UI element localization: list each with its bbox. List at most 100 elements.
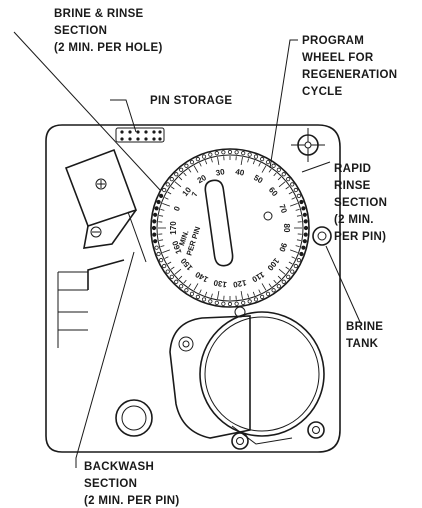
dial-hole xyxy=(153,212,158,217)
callout-brine-tank-line-2: TANK xyxy=(346,338,379,350)
dial-hole xyxy=(299,199,304,205)
dial-tick xyxy=(210,158,213,163)
dial-hole xyxy=(296,193,301,198)
callout-rapid-rinse-line-1: RAPID xyxy=(334,163,371,175)
callout-program-wheel-line-3: REGENERATION xyxy=(302,69,397,81)
dial-hole xyxy=(293,187,298,193)
dial-hole xyxy=(169,177,174,182)
dial-number: 100 xyxy=(265,256,281,272)
dial-tick xyxy=(296,215,301,217)
callout-brine-rinse-line-3: (2 MIN. PER HOLE) xyxy=(54,42,163,54)
dial-hole xyxy=(290,182,295,187)
dial-center-prefix: 7 xyxy=(190,191,200,198)
dial-number: 120 xyxy=(232,278,247,289)
dial-tick xyxy=(288,261,293,265)
dial-number: 30 xyxy=(215,167,226,178)
dial-tick xyxy=(210,293,213,298)
dial-hole xyxy=(286,274,291,279)
dial-hole xyxy=(195,157,200,162)
dial-tick xyxy=(170,266,175,270)
dial-tick xyxy=(291,197,296,200)
dial-hole xyxy=(162,187,167,193)
dial-hole xyxy=(159,193,164,198)
callout-brine-tank-line-1: BRINE xyxy=(346,321,383,333)
dial-hole xyxy=(165,269,170,274)
pin-storage-strip xyxy=(115,127,165,143)
dial-tick xyxy=(247,293,250,298)
dial-hole xyxy=(276,167,281,172)
dial-tick xyxy=(167,261,172,265)
dial-hole xyxy=(221,150,226,155)
callout-rapid-rinse-line-4: (2 MIN. xyxy=(334,214,374,226)
callout-brine-rinse-line-2: SECTION xyxy=(54,25,107,37)
dial-tick xyxy=(273,279,277,284)
dial-tick xyxy=(252,291,256,296)
dial-hole xyxy=(286,177,291,182)
dial-tick xyxy=(277,275,282,280)
dial-tick xyxy=(285,186,290,190)
dial-tick xyxy=(268,283,272,288)
dial-hole xyxy=(174,279,179,284)
dial-number: 150 xyxy=(179,256,195,272)
dial-hole xyxy=(296,258,301,263)
dial-tick xyxy=(217,290,220,299)
left-bracket xyxy=(57,259,125,348)
callout-backwash-line-3: (2 MIN. PER PIN) xyxy=(84,495,180,507)
dial-tick xyxy=(291,256,296,259)
dial-tick xyxy=(193,283,199,291)
dial-hole xyxy=(301,245,306,250)
callout-brine-rinse: BRINE & RINSE SECTION (2 MIN. PER HOLE) xyxy=(54,8,163,54)
dial-hole xyxy=(165,182,170,187)
dial-hole xyxy=(227,301,233,307)
dial-hole xyxy=(179,167,184,172)
dial-hole xyxy=(179,284,184,289)
dial-tick xyxy=(268,168,272,173)
dial-hole xyxy=(271,163,276,168)
dial-number: 140 xyxy=(193,269,210,284)
dial-hole xyxy=(299,251,304,257)
dial-hole xyxy=(303,219,308,224)
dial-number: 70 xyxy=(277,203,289,215)
dial-hole xyxy=(265,160,271,165)
dial-number: 170 xyxy=(169,221,178,235)
dial-hole-ring xyxy=(151,149,309,307)
dial-tick xyxy=(204,291,208,296)
dial-tick xyxy=(261,165,267,173)
dial-tick xyxy=(167,191,172,195)
dial-tick xyxy=(288,191,293,195)
dial-hole xyxy=(201,297,207,302)
dial-tick xyxy=(204,160,208,165)
dial-hole xyxy=(195,294,200,299)
dial-hole xyxy=(302,212,307,217)
callout-pin-storage-line-1: PIN STORAGE xyxy=(150,95,232,107)
dial-hole xyxy=(260,294,265,299)
dial-tick xyxy=(273,172,277,177)
dial-tick xyxy=(295,245,300,248)
dial-hole xyxy=(184,288,189,293)
callout-rapid-rinse-line-2: RINSE xyxy=(334,180,371,192)
dial-hole xyxy=(253,154,259,159)
callout-program-wheel-line-2: WHEEL FOR xyxy=(302,52,374,64)
dial-hole xyxy=(247,152,252,157)
leader-lines xyxy=(13,31,361,468)
dial-hole xyxy=(234,150,239,155)
dial-tick xyxy=(247,158,250,163)
dial-tick xyxy=(160,208,165,211)
dial-number: 160 xyxy=(170,239,183,255)
dial-tick xyxy=(183,172,187,177)
dial-hole xyxy=(189,291,195,296)
dial-hole xyxy=(214,300,219,305)
dial-hole xyxy=(156,199,161,205)
callout-brine-tank: BRINE TANK xyxy=(346,321,383,350)
dial-hole xyxy=(271,288,276,293)
callout-backwash: BACKWASH SECTION (2 MIN. PER PIN) xyxy=(84,461,180,507)
dial-hole xyxy=(276,284,281,289)
dial-hole xyxy=(151,225,157,231)
dial-tick xyxy=(193,165,199,173)
callout-program-wheel-line-1: PROGRAM xyxy=(302,35,364,47)
dial-number: 80 xyxy=(282,224,291,233)
callout-backwash-line-1: BACKWASH xyxy=(84,461,154,473)
dial-hole xyxy=(293,263,298,269)
dial-hole xyxy=(247,299,252,304)
